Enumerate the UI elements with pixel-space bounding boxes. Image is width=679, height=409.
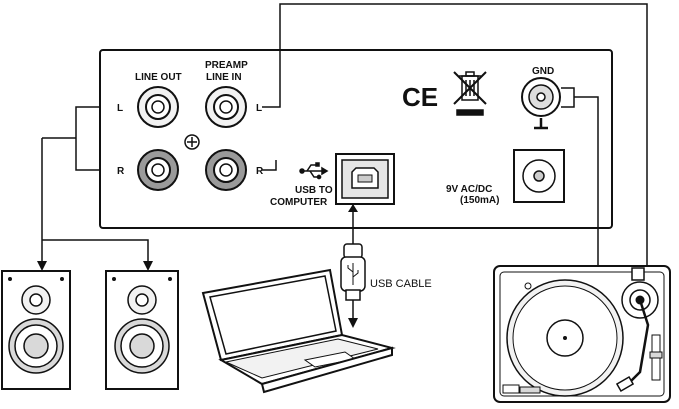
preamp-r-label: R — [256, 166, 264, 177]
platter — [506, 279, 624, 397]
tonearm — [615, 267, 659, 392]
start-stop-button — [502, 384, 541, 394]
preamp-label-line2: LINE IN — [206, 72, 242, 83]
ground-terminal — [521, 77, 561, 117]
polarity-icon — [184, 134, 200, 150]
line-out-r-label: R — [117, 166, 125, 177]
usb-label-line2: COMPUTER — [270, 197, 328, 208]
line-out-label: LINE OUT — [135, 72, 182, 83]
power-jack — [513, 149, 565, 203]
left-speaker — [1, 270, 71, 390]
preamp-l-label: L — [256, 103, 262, 114]
arrow-to-right-speaker — [143, 261, 153, 271]
gnd-label: GND — [532, 66, 554, 77]
arrow-to-left-speaker — [37, 261, 47, 271]
usb-cable — [340, 204, 366, 328]
laptop — [201, 268, 396, 394]
power-label-line2: (150mA) — [460, 195, 499, 206]
preamp-label-line1: PREAMP — [205, 60, 248, 71]
crossed-bin-icon — [453, 71, 487, 116]
ground-cable — [561, 87, 599, 270]
preamp-cable — [262, 3, 648, 270]
preamp-left-jack — [205, 86, 247, 128]
preamp-right-jack — [205, 149, 247, 191]
line-out-l-label: L — [117, 103, 123, 114]
ground-icon — [534, 118, 548, 130]
usb-icon — [299, 162, 329, 180]
usb-cable-icon — [347, 263, 359, 285]
line-out-cable — [41, 106, 149, 264]
turntable — [493, 265, 671, 403]
usb-label-line1: USB TO — [295, 185, 333, 196]
pitch-slider — [649, 334, 663, 381]
usb-b-port — [335, 153, 395, 205]
right-speaker — [105, 270, 179, 390]
line-out-left-jack — [137, 86, 179, 128]
ce-mark: CE — [402, 82, 438, 112]
line-out-right-jack — [137, 149, 179, 191]
usb-cable-label: USB CABLE — [370, 278, 432, 290]
power-label-line1: 9V AC/DC — [446, 184, 492, 195]
